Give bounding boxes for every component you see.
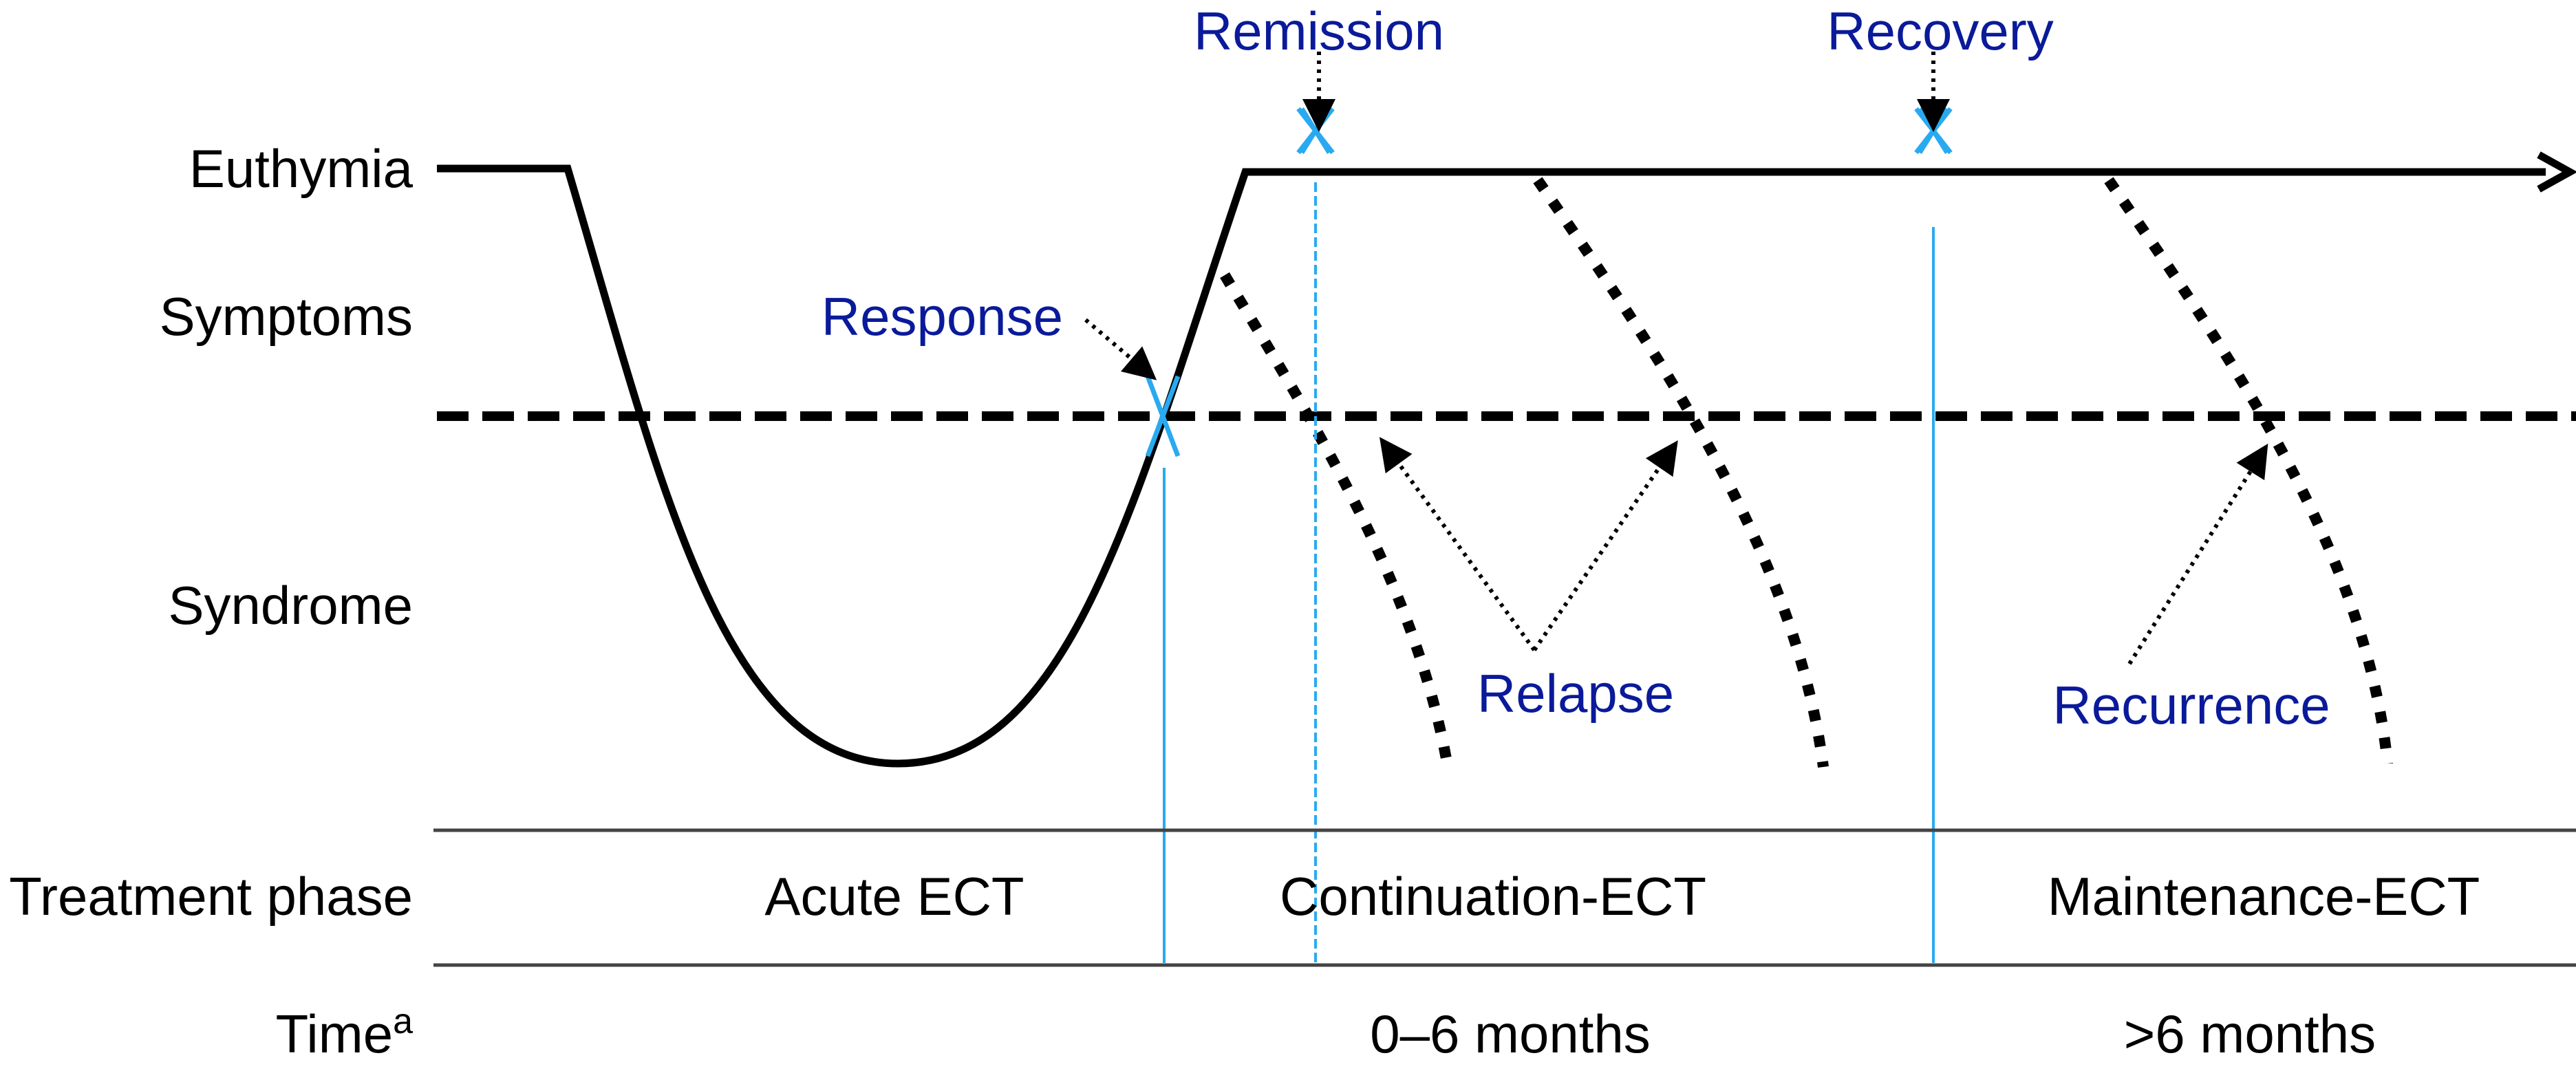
treatment-phase-label: Treatment phase: [9, 866, 413, 927]
time-arrowhead-icon: [2537, 151, 2576, 193]
phase-maintenance: Maintenance-ECT: [2048, 866, 2480, 927]
level-symptoms: Symptoms: [160, 286, 413, 347]
phase-acute: Acute ECT: [764, 866, 1024, 927]
relapse-arrow-left-icon: [1379, 437, 1536, 651]
duration-maintenance: >6 months: [2124, 1004, 2376, 1064]
event-remission-label: Remission: [1194, 1, 1444, 61]
time-label: Timea: [276, 1002, 413, 1064]
phase-continuation: Continuation-ECT: [1280, 866, 1706, 927]
response-x-icon: [1145, 375, 1181, 457]
event-recovery-label: Recovery: [1827, 1, 2053, 61]
relapse-curve-1: [1220, 272, 1454, 772]
relapse-arrow-right-icon: [1532, 440, 1678, 651]
event-recurrence-label: Recurrence: [2052, 675, 2330, 735]
recurrence-arrow-icon: [2127, 443, 2268, 665]
recurrence-curve: [2104, 177, 2393, 764]
duration-continuation: 0–6 months: [1370, 1004, 1651, 1064]
response-arrow-icon: [1084, 318, 1157, 380]
event-relapse-label: Relapse: [1477, 663, 1674, 724]
level-syndrome: Syndrome: [169, 575, 414, 636]
level-euthymia: Euthymia: [189, 138, 414, 199]
event-response-label: Response: [822, 286, 1063, 347]
